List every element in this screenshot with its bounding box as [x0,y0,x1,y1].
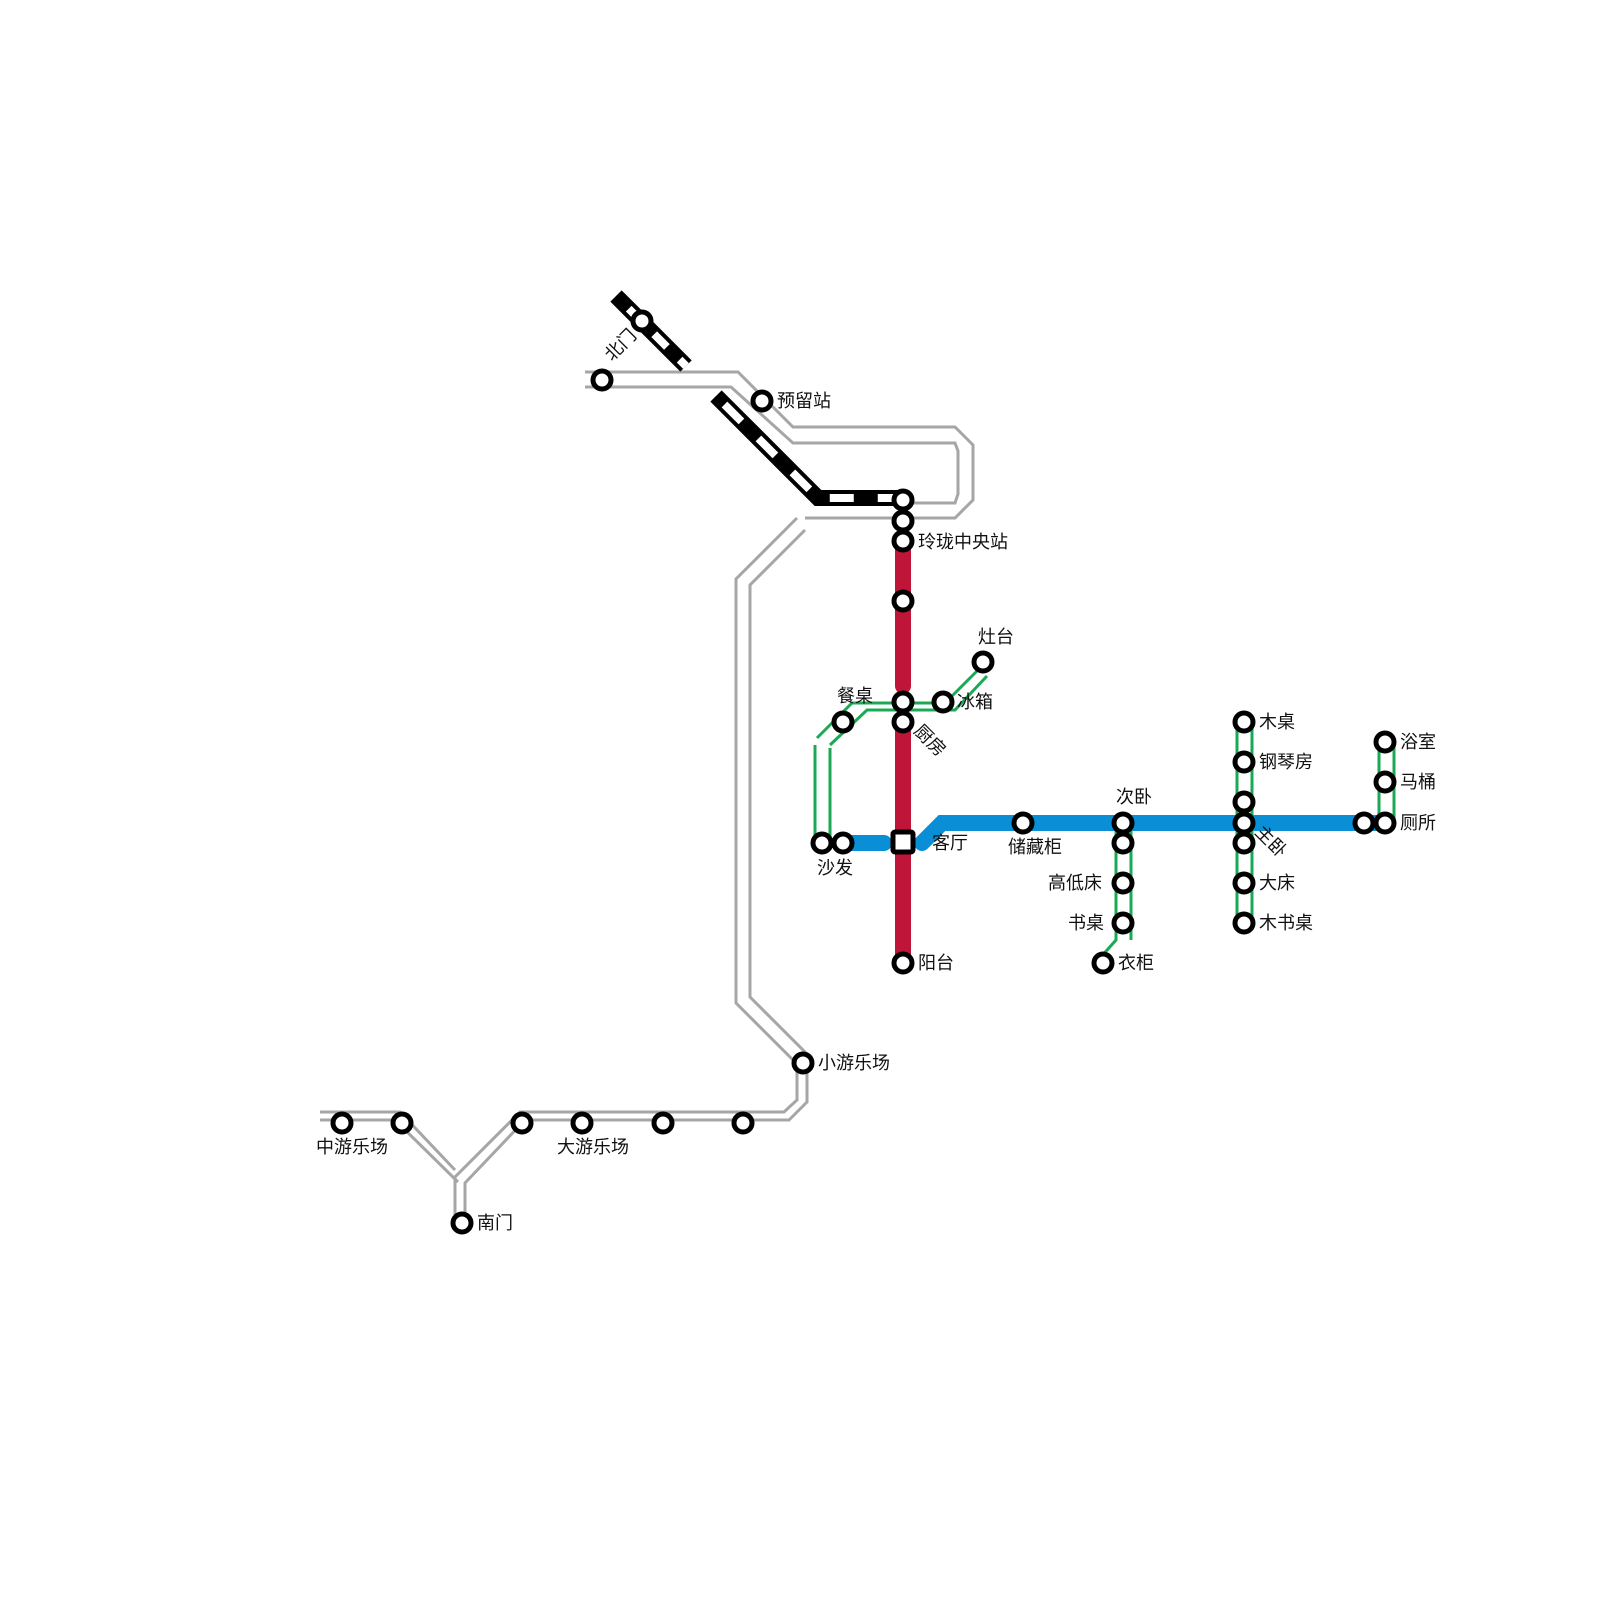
station-south-gate[interactable] [450,1211,474,1235]
station-north-gate-black[interactable] [630,309,654,333]
black-line [610,290,903,506]
station-wardrobe[interactable] [1091,951,1115,975]
station-restroom-a[interactable] [1352,811,1376,835]
label-north-gate: 北门 [601,325,641,365]
station-big-bed[interactable] [1232,871,1256,895]
station-stove[interactable] [971,650,995,674]
station-toilet[interactable] [1373,770,1397,794]
label-middle-playground: 中游乐场 [316,1137,388,1158]
station-desk[interactable] [1111,911,1135,935]
grey-track-upper-outer [585,370,975,520]
station-balcony[interactable] [891,951,915,975]
label-stove: 灶台 [978,627,1014,648]
station-restroom[interactable] [1373,811,1397,835]
station-fridge[interactable] [931,690,955,714]
label-big-bed: 大床 [1259,873,1295,894]
station-kitchen[interactable] [891,710,915,734]
label-small-playground: 小游乐场 [818,1053,890,1074]
black-track-main [710,390,903,506]
station-reserved[interactable] [750,389,774,413]
blue-track-east [914,815,1383,851]
station-linglong-central[interactable] [891,529,915,553]
station-master-3[interactable] [1232,831,1256,855]
station-small-playground[interactable] [791,1051,815,1075]
label-kitchen: 厨房 [909,721,949,761]
station-central-2[interactable] [891,509,915,533]
station-sofa-b[interactable] [831,831,855,855]
station-sofa-a[interactable] [810,831,834,855]
station-central-1[interactable] [891,488,915,512]
label-living-room: 客厅 [932,833,968,854]
station-wooden-desk[interactable] [1232,911,1256,935]
label-linglong-central: 玲珑中央站 [918,532,1008,553]
label-wooden-desk: 木书桌 [1259,913,1313,934]
station-middle-playground[interactable] [330,1111,354,1135]
station-grey-1[interactable] [731,1111,755,1135]
station-master-1[interactable] [1232,790,1256,814]
station-red-unnamed[interactable] [891,589,915,613]
label-storage-cabinet: 储藏柜 [1008,837,1062,858]
label-second-bedroom: 次卧 [1116,787,1152,808]
station-living-room[interactable] [890,829,916,855]
grey-track-upper-inner [585,385,960,505]
station-master-bedroom[interactable] [1232,811,1256,835]
black-track-north-segment [610,290,692,372]
station-second-bedroom[interactable] [1111,811,1135,835]
label-south-gate: 南门 [477,1213,513,1234]
label-wooden-table: 木桌 [1259,712,1295,733]
label-fridge: 冰箱 [957,692,993,713]
label-balcony: 阳台 [918,953,954,974]
label-piano-room: 钢琴房 [1259,752,1313,773]
label-desk: 书桌 [1068,913,1104,934]
station-kitchen-green[interactable] [831,710,855,734]
station-labels: 北门 预留站 玲珑中央站 灶台 餐桌 冰箱 厨房 沙发 客厅 储藏柜 次卧 高低… [316,325,1436,1234]
label-toilet: 马桶 [1400,772,1436,793]
station-grey-2[interactable] [651,1111,675,1135]
station-second-bedroom-2[interactable] [1111,831,1135,855]
label-big-playground: 大游乐场 [557,1137,629,1158]
station-dining-table[interactable] [891,690,915,714]
station-wooden-table[interactable] [1232,710,1256,734]
label-bathroom: 浴室 [1400,732,1436,753]
blue-line [834,815,1383,851]
grey-track-trunk-left [530,516,799,1114]
station-north-gate-grey[interactable] [590,368,614,392]
label-reserved: 预留站 [777,391,831,412]
station-big-playground[interactable] [570,1111,594,1135]
station-grey-3[interactable] [510,1111,534,1135]
label-sofa: 沙发 [817,858,853,879]
station-piano-room[interactable] [1232,750,1256,774]
label-dining-table: 餐桌 [837,686,873,707]
station-bathroom[interactable] [1373,730,1397,754]
station-grey-4[interactable] [390,1111,414,1135]
label-wardrobe: 衣柜 [1118,953,1154,974]
label-restroom: 厕所 [1400,813,1436,834]
station-storage-cabinet[interactable] [1011,811,1035,835]
station-bunk-bed[interactable] [1111,871,1135,895]
label-bunk-bed: 高低床 [1048,873,1102,894]
stations [330,309,1397,1235]
